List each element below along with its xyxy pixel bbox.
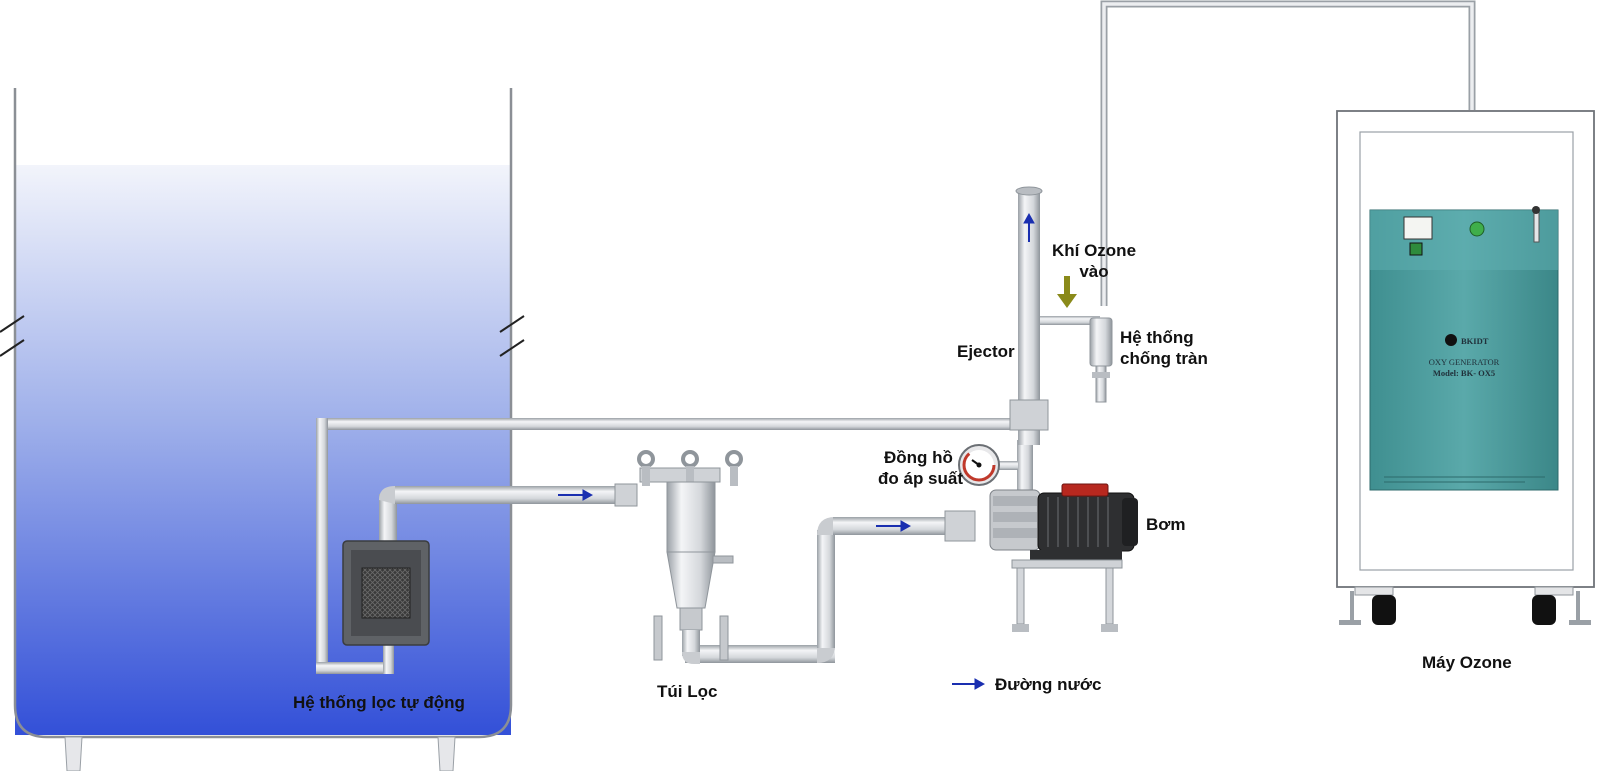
- ozone-arrow-icon: [1057, 276, 1077, 308]
- tank-leg-left: [64, 736, 83, 771]
- machine-brand: BKIDT: [1461, 336, 1489, 346]
- flow-arrow-ejector-icon: [1023, 212, 1035, 242]
- indicator-light-icon: [1469, 221, 1485, 237]
- discharge-elbow-upper: [817, 517, 835, 535]
- anti-overflow-line1: Hệ thống: [1120, 328, 1194, 347]
- pump: [989, 483, 1138, 632]
- ejector-label: Ejector: [957, 342, 1015, 361]
- ejector-outlet: [1015, 186, 1043, 196]
- tank-water: [15, 165, 511, 735]
- ejector-tee: [1009, 399, 1049, 431]
- ozone-in-line2: vào: [1079, 262, 1109, 282]
- discharge-pipe-bottom: [685, 645, 835, 663]
- filter-bag-label: Túi Lọc: [657, 682, 718, 701]
- tank-wall: [13, 88, 513, 739]
- switch-icon: [1409, 242, 1423, 256]
- brand-logo-icon: [1445, 334, 1457, 346]
- auto-filter-box: [342, 540, 430, 646]
- gauge-label: Đồng hồ đo áp suất: [878, 447, 963, 490]
- ejector-pipe: [1018, 190, 1040, 445]
- pump-outlet-riser: [1017, 440, 1033, 498]
- pump-label: Bơm: [1146, 515, 1186, 534]
- legend-arrow-icon: [952, 678, 986, 690]
- flow-arrows: [558, 212, 1035, 690]
- flow-arrow-pump-inlet-icon: [876, 520, 912, 532]
- gauge-line2: đo áp suất: [878, 469, 964, 489]
- auto-filter-label: Hệ thống lọc tự động: [293, 693, 465, 712]
- anti-overflow-line2: chống tràn: [1120, 349, 1208, 369]
- suction-flange: [614, 483, 638, 507]
- return-pipe-down: [316, 418, 328, 673]
- anti-overflow-label: Hệ thống chống tràn: [1120, 327, 1208, 370]
- pump-inlet-union: [944, 510, 976, 542]
- tank-leg-right: [437, 736, 456, 771]
- suction-elbow: [379, 486, 395, 504]
- ozone-machine: BKIDT OXY GENERATOR Model: BK- OX5: [1336, 110, 1595, 625]
- return-pipe-top: [316, 418, 1028, 430]
- suction-pipe-up: [379, 494, 397, 552]
- anti-overflow-device: [1089, 317, 1113, 403]
- return-pipe-bottom: [316, 662, 394, 674]
- ozone-machine-label: Máy Ozone: [1422, 653, 1512, 672]
- filter-bag-housing: [637, 450, 743, 664]
- return-pipe-riser: [383, 645, 394, 674]
- flow-arrow-suction-icon: [558, 489, 594, 501]
- pipe-network: [316, 0, 1476, 674]
- ozone-in-label: Khí Ozone vào: [1046, 240, 1142, 283]
- suction-pipe-horizontal: [395, 486, 635, 504]
- discharge-pipe-up: [817, 530, 835, 648]
- ozone-line-inner: [1102, 2, 1474, 306]
- machine-model: Model: BK- OX5: [1433, 368, 1495, 378]
- tank-break-marks: [0, 315, 525, 357]
- gauge-line1: Đồng hồ: [884, 448, 953, 467]
- pressure-gauge: [958, 444, 1018, 486]
- meter-icon: [1403, 216, 1433, 240]
- legend-water-line-label: Đường nước: [995, 675, 1102, 694]
- discharge-elbow-lower: [817, 645, 835, 663]
- ozone-in-line1: Khí Ozone: [1051, 241, 1137, 260]
- ozone-inlet-pipe: [1040, 316, 1100, 325]
- machine-product: OXY GENERATOR: [1429, 357, 1500, 367]
